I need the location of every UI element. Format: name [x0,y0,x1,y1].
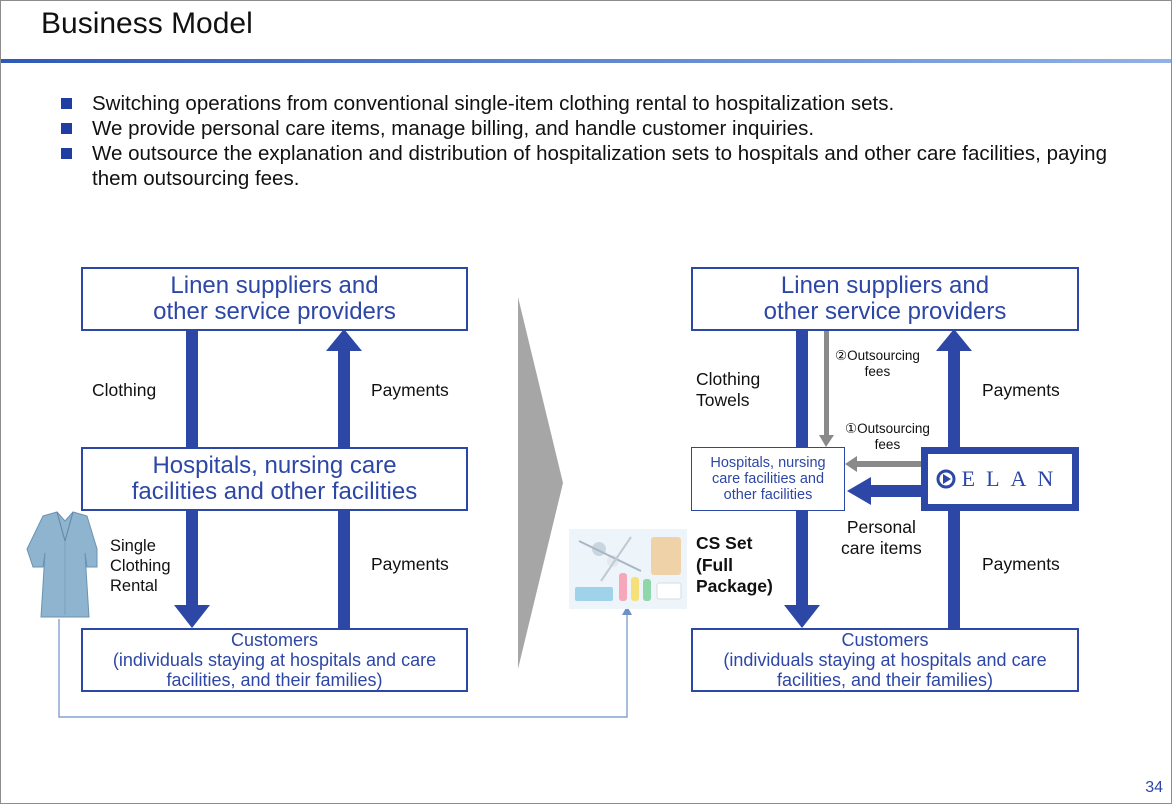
cs-set-label: CS Set (Full Package) [696,533,773,596]
outsourcing-fees-2-label: ②Outsourcing fees [835,348,920,379]
left-clothing-arrow [174,329,210,628]
left-customers-box: Customers (individuals staying at hospit… [81,628,468,692]
page-title: Business Model [41,7,253,40]
outsourcing-fee-1-arrow [845,456,921,472]
left-facilities-box: Hospitals, nursing care facilities and o… [81,447,468,511]
bullet-item: We provide personal care items, manage b… [59,116,1119,141]
elan-logo-text: ELAN [961,466,1065,491]
bullet-square-icon [61,98,72,109]
hospital-gown-image [26,511,98,618]
bullet-list: Switching operations from conventional s… [59,91,1119,191]
connector-arrowhead [622,606,632,615]
elan-logo-icon [936,469,956,489]
outsourcing-fee-2-arrow [819,331,834,447]
left-payments-top-label: Payments [371,380,449,400]
right-suppliers-box: Linen suppliers and other service provid… [691,267,1079,331]
right-payments-bottom-label: Payments [982,554,1060,574]
single-clothing-rental-label: Single Clothing Rental [110,537,171,595]
left-clothing-label: Clothing [92,380,157,400]
bullet-square-icon [61,148,72,159]
left-payments-bottom-label: Payments [371,554,449,574]
page-number: 34 [1145,779,1163,796]
title-underline [1,59,1171,63]
left-suppliers-box: Linen suppliers and other service provid… [81,267,468,331]
transition-chevron [518,297,563,669]
elan-logo-box: ELAN [921,447,1079,511]
bullet-item: Switching operations from conventional s… [59,91,1119,116]
personal-care-items-label: Personal care items [841,517,922,558]
clothing-towels-label: Clothing Towels [696,369,761,410]
right-customers-box: Customers (individuals staying at hospit… [691,628,1079,692]
right-payments-top-label: Payments [982,380,1060,400]
right-clothing-arrow [784,329,820,628]
left-payments-arrow [326,329,362,629]
right-payments-arrow [936,329,972,629]
gown-to-set-connector [58,613,628,718]
bullet-square-icon [61,123,72,134]
bullet-item: We outsource the explanation and distrib… [59,141,1119,191]
personal-care-arrow [847,477,921,505]
outsourcing-fees-1-label: ①Outsourcing fees [845,421,930,452]
right-facilities-box: Hospitals, nursing care facilities and o… [691,447,845,511]
cs-set-product-image [569,529,687,609]
